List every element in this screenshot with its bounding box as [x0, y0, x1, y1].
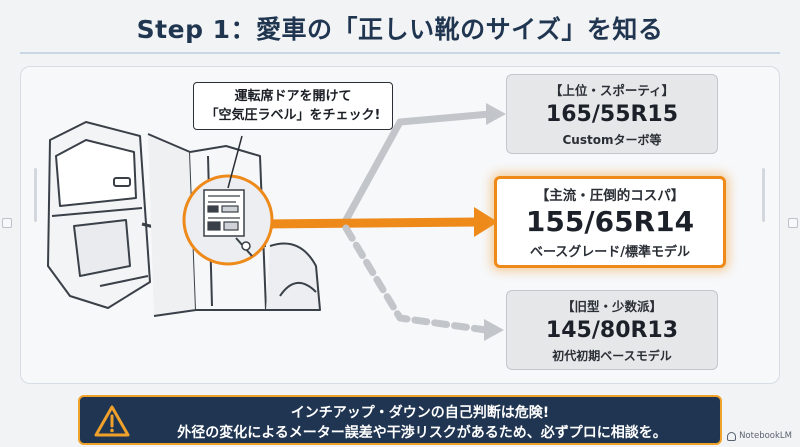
tire-size: 145/80R13	[545, 318, 679, 343]
tire-option-mainstream: 【主流・圧倒的コスパ】 155/65R14 ベースグレード/標準モデル	[494, 176, 726, 268]
warning-banner: インチアップ・ダウンの自己判断は危険! 外径の変化によるメーター誤差や干渉リスク…	[78, 395, 722, 445]
arrow-bottom-head	[484, 319, 504, 341]
option-note: 初代初期ベースモデル	[552, 349, 672, 363]
warning-line-1: インチアップ・ダウンの自己判断は危険!	[290, 405, 550, 421]
label-callout: 運転席ドアを開けて 「空気圧ラベル」をチェック!	[193, 82, 393, 130]
option-tag: 【主流・圧倒的コスパ】	[535, 188, 685, 204]
arrow-bottom	[342, 224, 490, 334]
tire-size: 155/65R14	[525, 205, 695, 238]
right-nav-marker	[788, 218, 798, 228]
option-tag: 【上位・スポーティ】	[549, 83, 675, 98]
tire-option-sporty: 【上位・スポーティ】 165/55R15 Customターボ等	[506, 74, 718, 154]
car-door-illustration	[47, 121, 321, 317]
brand-label: NotebookLM	[739, 431, 792, 441]
warning-line-2: 外径の変化によるメーター誤差や干渉リスクがあるため、必ずプロに相談を。	[177, 425, 667, 441]
notebooklm-logo-icon	[727, 431, 737, 441]
left-edge-bar	[34, 168, 37, 222]
page-title: Step 1：愛車の「正しい靴のサイズ」を知る	[136, 15, 664, 44]
option-note: Customターボ等	[562, 133, 662, 147]
arrow-middle	[257, 217, 483, 229]
tire-option-legacy: 【旧型・少数派】 145/80R13 初代初期ベースモデル	[506, 290, 718, 370]
tire-size: 165/55R15	[545, 102, 679, 127]
brand-watermark: NotebookLM	[727, 431, 792, 441]
warning-icon	[94, 405, 130, 437]
arrow-middle-head	[474, 207, 498, 237]
right-edge-bar	[762, 168, 765, 222]
label-magnifier	[182, 174, 274, 266]
callout-line-2: 「空気圧ラベル」をチェック!	[205, 108, 381, 123]
arrow-top	[342, 110, 494, 224]
option-note: ベースグレード/標準モデル	[529, 245, 691, 260]
title-divider	[20, 52, 780, 54]
option-tag: 【旧型・少数派】	[561, 299, 662, 314]
callout-line-1: 運転席ドアを開けて	[234, 89, 352, 104]
left-nav-marker	[2, 218, 12, 228]
arrow-top-head	[486, 103, 506, 125]
